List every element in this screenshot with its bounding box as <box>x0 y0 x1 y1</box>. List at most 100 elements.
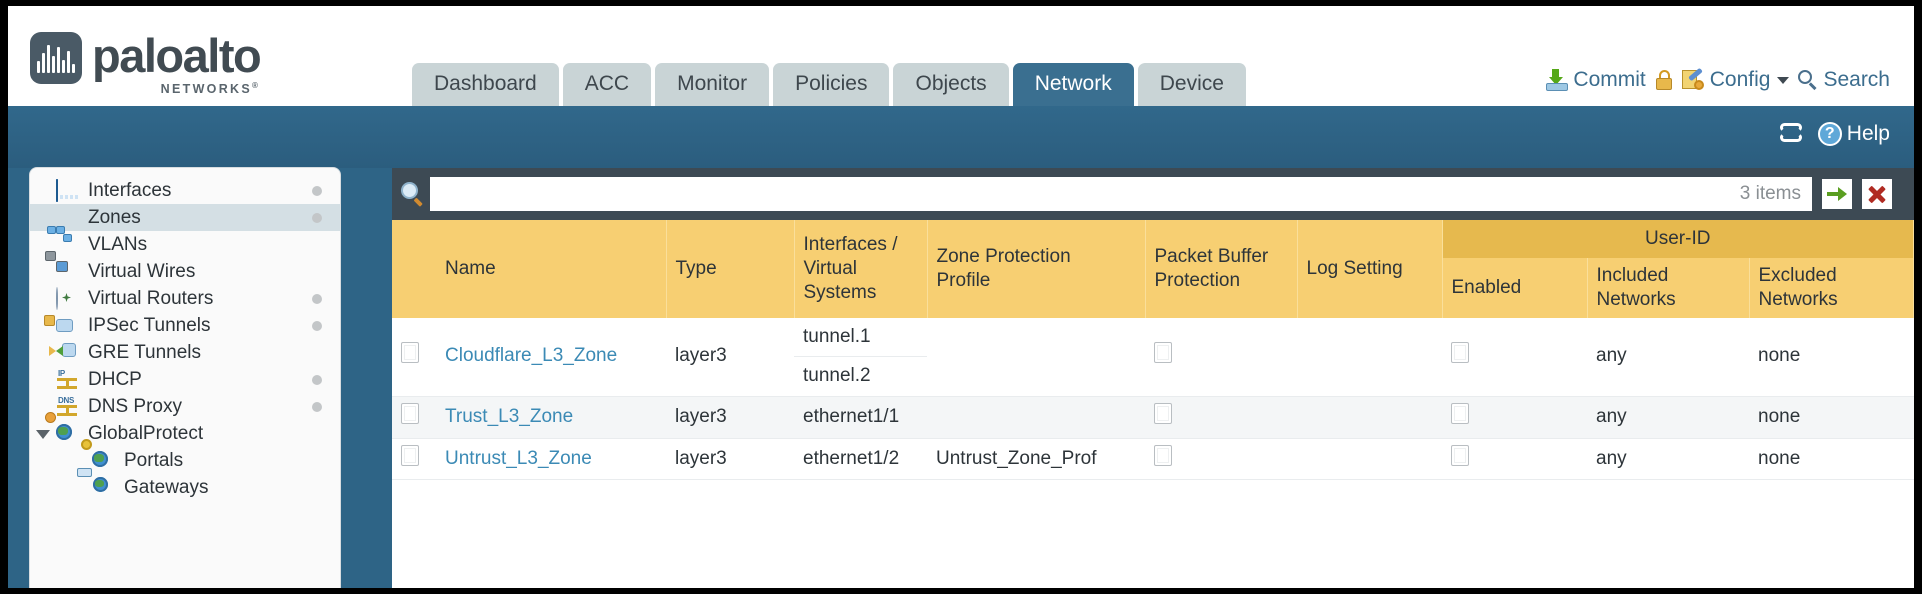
header-included-networks[interactable]: Included Networks <box>1587 258 1750 318</box>
cell-packet-buffer-protection[interactable] <box>1145 396 1297 439</box>
cell-userid-enabled[interactable] <box>1442 396 1587 439</box>
tab-dashboard[interactable]: Dashboard <box>412 63 559 106</box>
packet-buffer-protection-checkbox[interactable] <box>1154 444 1172 466</box>
lock-icon <box>1655 69 1673 91</box>
help-icon: ? <box>1817 122 1842 146</box>
table-header-row: Enabled Included Networks Excluded Netwo… <box>392 258 1914 318</box>
sidebar-item-portals[interactable]: Portals <box>30 439 340 474</box>
tab-monitor[interactable]: Monitor <box>655 63 770 106</box>
cell-zone-protection-profile <box>927 396 1145 439</box>
cell-userid-enabled[interactable] <box>1442 438 1587 481</box>
gateways-icon <box>77 468 117 498</box>
cell-type: layer3 <box>666 396 794 439</box>
sidebar-item-label: Gateways <box>124 476 209 498</box>
sidebar-item-virtual-routers[interactable]: Virtual Routers <box>30 285 340 312</box>
interface-entry: tunnel.1 <box>794 318 927 358</box>
sidebar-item-gateways[interactable]: Gateways <box>30 468 340 501</box>
row-checkbox[interactable] <box>401 342 419 364</box>
cell-name[interactable]: Cloudflare_L3_Zone <box>436 317 666 397</box>
header-interfaces[interactable]: Interfaces / Virtual Systems <box>794 220 928 318</box>
header-name[interactable]: Name <box>436 220 667 318</box>
cell-excluded-networks: none <box>1749 396 1914 439</box>
item-count-label: 3 items <box>1739 183 1801 204</box>
tab-acc[interactable]: ACC <box>562 63 652 106</box>
header-zone-protection-profile[interactable]: Zone Protection Profile <box>927 220 1146 318</box>
sidebar-item-ipsec-tunnels[interactable]: IPSec Tunnels <box>30 312 340 339</box>
cell-interfaces: ethernet1/2 <box>794 438 927 481</box>
header-log-setting[interactable]: Log Setting <box>1297 220 1443 318</box>
config-icon <box>1681 67 1705 91</box>
cell-name[interactable]: Untrust_L3_Zone <box>436 438 666 481</box>
row-select-cell[interactable] <box>392 438 436 481</box>
zone-name-link[interactable]: Cloudflare_L3_Zone <box>445 345 618 367</box>
sidebar-item-dns-proxy[interactable]: DNS DNS Proxy <box>30 393 340 420</box>
header-interfaces-l1: Interfaces / <box>803 234 898 256</box>
cell-zone-protection-profile <box>927 317 1145 397</box>
sidebar-item-label: DNS Proxy <box>88 395 182 417</box>
status-dot <box>312 212 322 223</box>
cell-packet-buffer-protection[interactable] <box>1145 317 1297 397</box>
refresh-icon[interactable] <box>1779 123 1804 145</box>
header-type[interactable]: Type <box>666 220 795 318</box>
help-button[interactable]: ? Help <box>1817 122 1890 146</box>
status-dot <box>312 401 322 412</box>
cell-interfaces: ethernet1/1 <box>794 396 927 439</box>
tab-objects[interactable]: Objects <box>893 63 1009 106</box>
zone-name-link[interactable]: Untrust_L3_Zone <box>445 447 592 469</box>
filter-input[interactable]: 3 items <box>430 177 1812 211</box>
body-area: Interfaces Zones VLANs Virtual Wires Vir… <box>8 168 1914 588</box>
userid-enabled-checkbox[interactable] <box>1451 444 1469 466</box>
search-button[interactable]: Search <box>1798 68 1890 92</box>
config-menu[interactable]: Config <box>1681 67 1790 92</box>
commit-button[interactable]: Commit <box>1546 68 1646 92</box>
status-dot <box>312 320 322 331</box>
header-incl-l2: Networks <box>1596 288 1676 310</box>
table-row[interactable]: Cloudflare_L3_Zone layer3 tunnel.1 tunne… <box>392 317 1914 397</box>
packet-buffer-protection-checkbox[interactable] <box>1154 342 1172 364</box>
userid-enabled-checkbox[interactable] <box>1451 342 1469 364</box>
commit-icon <box>1546 69 1569 91</box>
sidebar-item-interfaces[interactable]: Interfaces <box>30 177 340 204</box>
sidebar-item-zones[interactable]: Zones <box>30 204 340 231</box>
cell-userid-enabled[interactable] <box>1442 317 1587 397</box>
header-excluded-networks[interactable]: Excluded Networks <box>1749 258 1914 318</box>
sidebar-item-dhcp[interactable]: IP DHCP <box>30 366 340 393</box>
filter-search-icon[interactable] <box>400 181 426 207</box>
clear-filter-button[interactable] <box>1862 179 1892 209</box>
tab-device[interactable]: Device <box>1137 63 1246 106</box>
interfaces-icon <box>56 179 81 202</box>
sidebar-item-vlans[interactable]: VLANs <box>30 226 340 258</box>
header-userid-enabled[interactable]: Enabled <box>1442 258 1588 318</box>
sidebar-item-globalprotect[interactable]: GlobalProtect <box>30 412 340 447</box>
table-row[interactable]: Trust_L3_Zone layer3 ethernet1/1 any <box>392 396 1914 439</box>
sidebar-item-label: GlobalProtect <box>88 422 204 444</box>
row-checkbox[interactable] <box>401 444 419 466</box>
status-dot <box>312 374 322 385</box>
apply-filter-button[interactable] <box>1822 179 1852 209</box>
sidebar-item-label: Virtual Routers <box>88 287 214 309</box>
row-select-cell[interactable] <box>392 396 436 439</box>
userid-enabled-checkbox[interactable] <box>1451 402 1469 424</box>
cell-name[interactable]: Trust_L3_Zone <box>436 396 666 439</box>
header-packet-buffer-protection[interactable]: Packet Buffer Protection <box>1145 220 1298 318</box>
cell-included-networks: any <box>1587 396 1749 439</box>
header-excl-l2: Networks <box>1758 288 1838 310</box>
chevron-down-icon <box>1777 76 1790 84</box>
sidebar-item-label: Interfaces <box>88 179 172 201</box>
sidebar-item-gre-tunnels[interactable]: GRE Tunnels <box>30 339 340 366</box>
row-checkbox[interactable] <box>401 402 419 424</box>
packet-buffer-protection-checkbox[interactable] <box>1154 402 1172 424</box>
table-row[interactable]: Untrust_L3_Zone layer3 ethernet1/2 Untru… <box>392 438 1914 481</box>
lock-button[interactable] <box>1655 69 1673 91</box>
help-label: Help <box>1846 122 1890 145</box>
cell-log-setting <box>1297 317 1442 397</box>
sidebar-item-virtual-wires[interactable]: Virtual Wires <box>30 251 340 285</box>
expander-triangle-icon[interactable] <box>36 429 50 439</box>
tab-policies[interactable]: Policies <box>773 63 890 106</box>
zone-name-link[interactable]: Trust_L3_Zone <box>445 405 574 427</box>
sidebar-item-label: Virtual Wires <box>88 260 196 282</box>
top-header: paloalto NETWORKS® Dashboard ACC Monitor… <box>8 6 1914 106</box>
row-select-cell[interactable] <box>392 317 436 397</box>
tab-network[interactable]: Network <box>1012 63 1134 106</box>
cell-packet-buffer-protection[interactable] <box>1145 438 1297 481</box>
